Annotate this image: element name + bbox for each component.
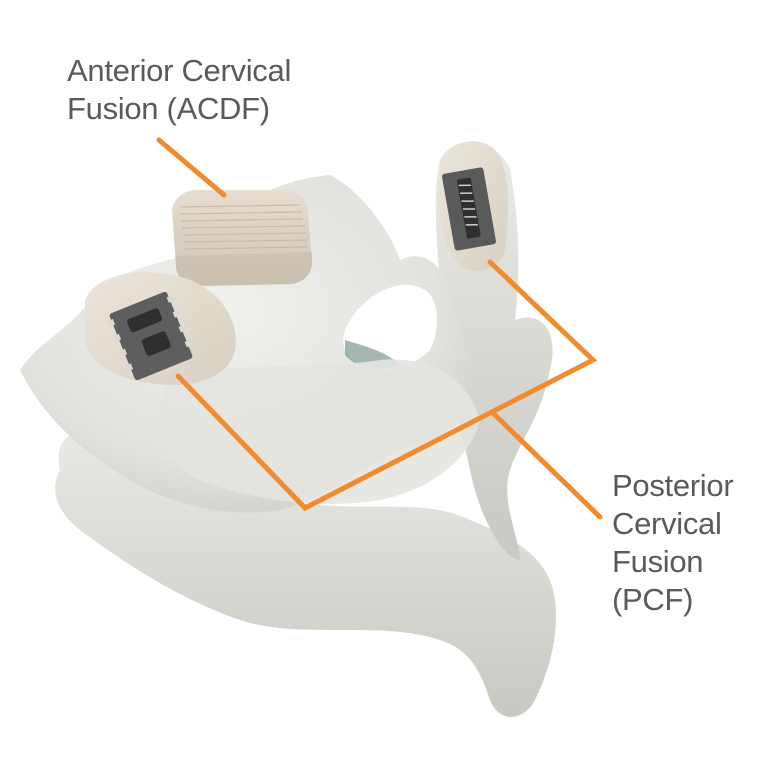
acdf-cage [172, 190, 312, 286]
acdf-label: Anterior Cervical Fusion (ACDF) [67, 52, 291, 128]
acdf-leader-line [156, 137, 227, 198]
pcf-label-line-1: Posterior [612, 468, 734, 503]
pcf-bracket-line [175, 259, 598, 512]
left-facet-implant [85, 272, 236, 385]
pcf-label-line-2: Cervical [612, 506, 722, 541]
acdf-label-line-1: Anterior Cervical [67, 53, 292, 88]
pcf-label: Posterior Cervical Fusion (PCF) [612, 467, 734, 619]
pcf-label-line-3: Fusion [612, 544, 704, 579]
leader-lines [156, 137, 603, 520]
right-facet-implant [438, 141, 508, 271]
upper-vertebra [20, 175, 480, 513]
pcf-label-line-4: (PCF) [612, 582, 694, 617]
acdf-label-line-2: Fusion (ACDF) [67, 91, 270, 126]
pcf-leader-line [490, 410, 603, 520]
